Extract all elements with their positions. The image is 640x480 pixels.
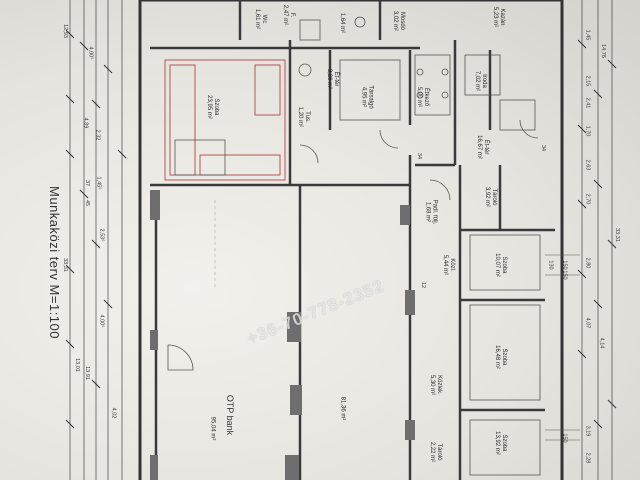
- room-name: Közlek.: [436, 375, 443, 395]
- room-kozl1: Közl.5,44 m²: [441, 255, 455, 275]
- dimension-label: 4,02: [110, 407, 117, 419]
- dimension-label: 13,91: [83, 366, 90, 380]
- room-area: 2,22 m²: [429, 441, 436, 463]
- room-area: 23,95 m²: [205, 95, 212, 119]
- room-area: 1,20 m²: [297, 106, 304, 128]
- room-area: 1,61 m²: [254, 8, 261, 30]
- room-name: Wc: [261, 14, 268, 24]
- dimension-label: 4,00⁵: [87, 46, 94, 60]
- dimension-label: 2,41: [584, 97, 591, 109]
- room-name: Ét-tér: [333, 71, 340, 87]
- dimension-label: 4,14: [598, 337, 605, 349]
- dimension-label: 3,19: [584, 425, 591, 437]
- room-area: 5,44 m²: [442, 254, 449, 276]
- room-name: Tároló: [436, 443, 443, 461]
- room-name: Étkező: [423, 87, 430, 107]
- dimension-label: 2,32: [94, 129, 101, 141]
- room-area: 4,95 m²: [360, 86, 367, 108]
- room-area: 10,07 m²: [493, 253, 500, 277]
- room-name: Szoba: [500, 348, 507, 366]
- room-name: Kazán: [499, 8, 506, 26]
- room-area: 3,26 m²: [326, 68, 333, 90]
- room-name: Szoba: [212, 98, 219, 116]
- dimension-label: 34: [416, 152, 423, 160]
- dimension-label: 1,45: [584, 29, 591, 41]
- dimension-label: 2,70: [584, 193, 591, 205]
- dimension-label: 33,31: [61, 258, 68, 272]
- room-area: 3,02 m²: [392, 10, 399, 32]
- dimension-label: 13,01: [73, 358, 80, 372]
- room-f: F.2,47 m²: [281, 5, 295, 25]
- dimension-label: 4,07: [584, 317, 591, 329]
- dimension-label: 4,00⁵: [98, 314, 105, 328]
- bank-area: 95,04 m²: [209, 416, 216, 441]
- room-area: 5,23 m²: [492, 6, 499, 28]
- dimension-label: 45: [84, 199, 91, 207]
- room-tus: Tus.1,20 m²: [296, 107, 310, 127]
- dimension-label: 130: [547, 260, 554, 270]
- room-name: Padl. fülj.: [431, 199, 438, 225]
- dimension-label: 4,89: [82, 117, 89, 129]
- dimension-label: 34: [540, 144, 547, 152]
- dimension-label: 2,15: [584, 75, 591, 87]
- dimension-label: 1,70: [584, 125, 591, 137]
- room-pad: Padl. fülj.1,68 m²: [423, 200, 437, 225]
- drawing-title: Munkaközi terv M=1:100: [46, 186, 62, 339]
- room-name: Szoba: [500, 434, 507, 452]
- dimension-label: 2,63: [584, 159, 591, 171]
- room-area: 16,48 m²: [493, 345, 500, 369]
- room-area: 16,67 m²: [475, 135, 482, 159]
- room-name: Tus.: [304, 111, 311, 123]
- room-name: Tároló: [491, 188, 498, 206]
- room-area: 2,47 m²: [282, 4, 289, 26]
- dimension-label: 37: [84, 179, 91, 187]
- room-area: 1,64 m²: [339, 12, 346, 34]
- room-area: 1,68 m²: [424, 201, 431, 223]
- dimension-label: 150: [561, 270, 568, 280]
- room-name: F.: [289, 12, 296, 18]
- hall-area: 81,36 m²: [339, 396, 346, 421]
- dimension-label: 150: [561, 433, 568, 443]
- room-name: Iroda: [481, 74, 488, 88]
- dimension-label: 2,28: [584, 452, 591, 464]
- bank-label: OTP bank: [225, 394, 236, 436]
- dimension-label: 14,76: [599, 44, 606, 58]
- dimension-label: 2,53⁶: [98, 228, 105, 242]
- dimension-label: 33,31: [613, 228, 620, 242]
- room-name: Közl.: [449, 258, 456, 272]
- room-area: 3,92 m²: [484, 186, 491, 208]
- room-wc2: 1,64 m²: [338, 13, 352, 33]
- room-area: 5,00 m²: [416, 86, 423, 108]
- room-name: Társalgó: [367, 85, 374, 109]
- room-name: Mosdó: [399, 11, 406, 30]
- dimension-label: 1,45⁵: [95, 176, 102, 190]
- room-area: 7,02 m²: [474, 70, 481, 92]
- dimension-label: 150: [561, 260, 568, 270]
- room-name: Ét-tér: [482, 139, 489, 155]
- dimension-label: 12,93: [61, 24, 68, 38]
- room-name: Szoba: [500, 256, 507, 274]
- dimension-label: 12: [420, 281, 427, 289]
- dimension-label: 2,80: [584, 257, 591, 269]
- room-area: 13,92 m²: [493, 431, 500, 455]
- room-kozl2: Közlek.5,30 m²: [428, 375, 442, 395]
- room-area: 5,30 m²: [429, 374, 436, 396]
